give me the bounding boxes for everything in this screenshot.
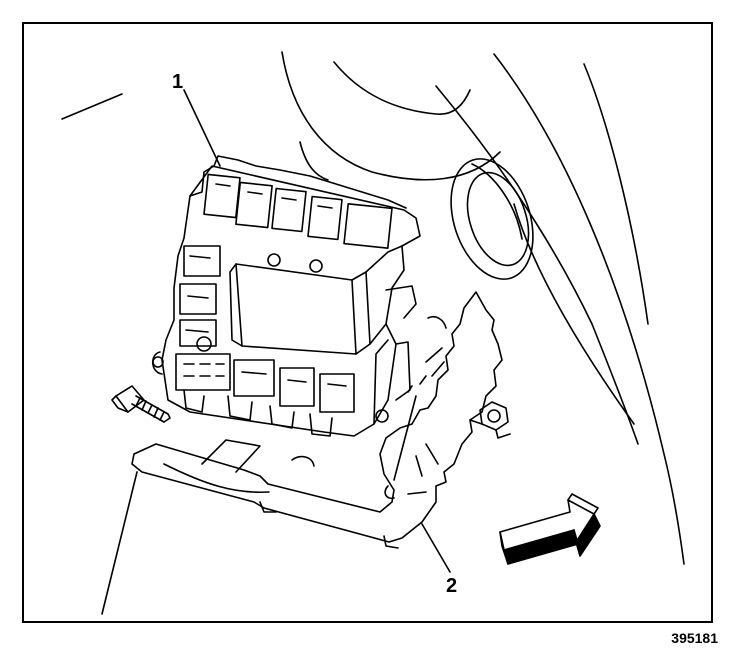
callout-2: 2 <box>446 575 458 597</box>
body-panel-lines <box>61 51 685 615</box>
nut <box>469 401 511 439</box>
figure-number: 395181 <box>671 630 718 646</box>
panel-opening <box>450 158 534 280</box>
direction-arrow-icon <box>499 493 601 565</box>
mounting-bracket <box>131 291 503 549</box>
stud <box>384 375 427 500</box>
callout-1: 1 <box>172 71 184 93</box>
leader-lines <box>183 89 451 573</box>
fuse-block <box>151 155 421 437</box>
diagram-artwork <box>61 51 685 615</box>
bolt <box>111 385 171 423</box>
illustration-frame: 1 2 <box>22 22 713 623</box>
